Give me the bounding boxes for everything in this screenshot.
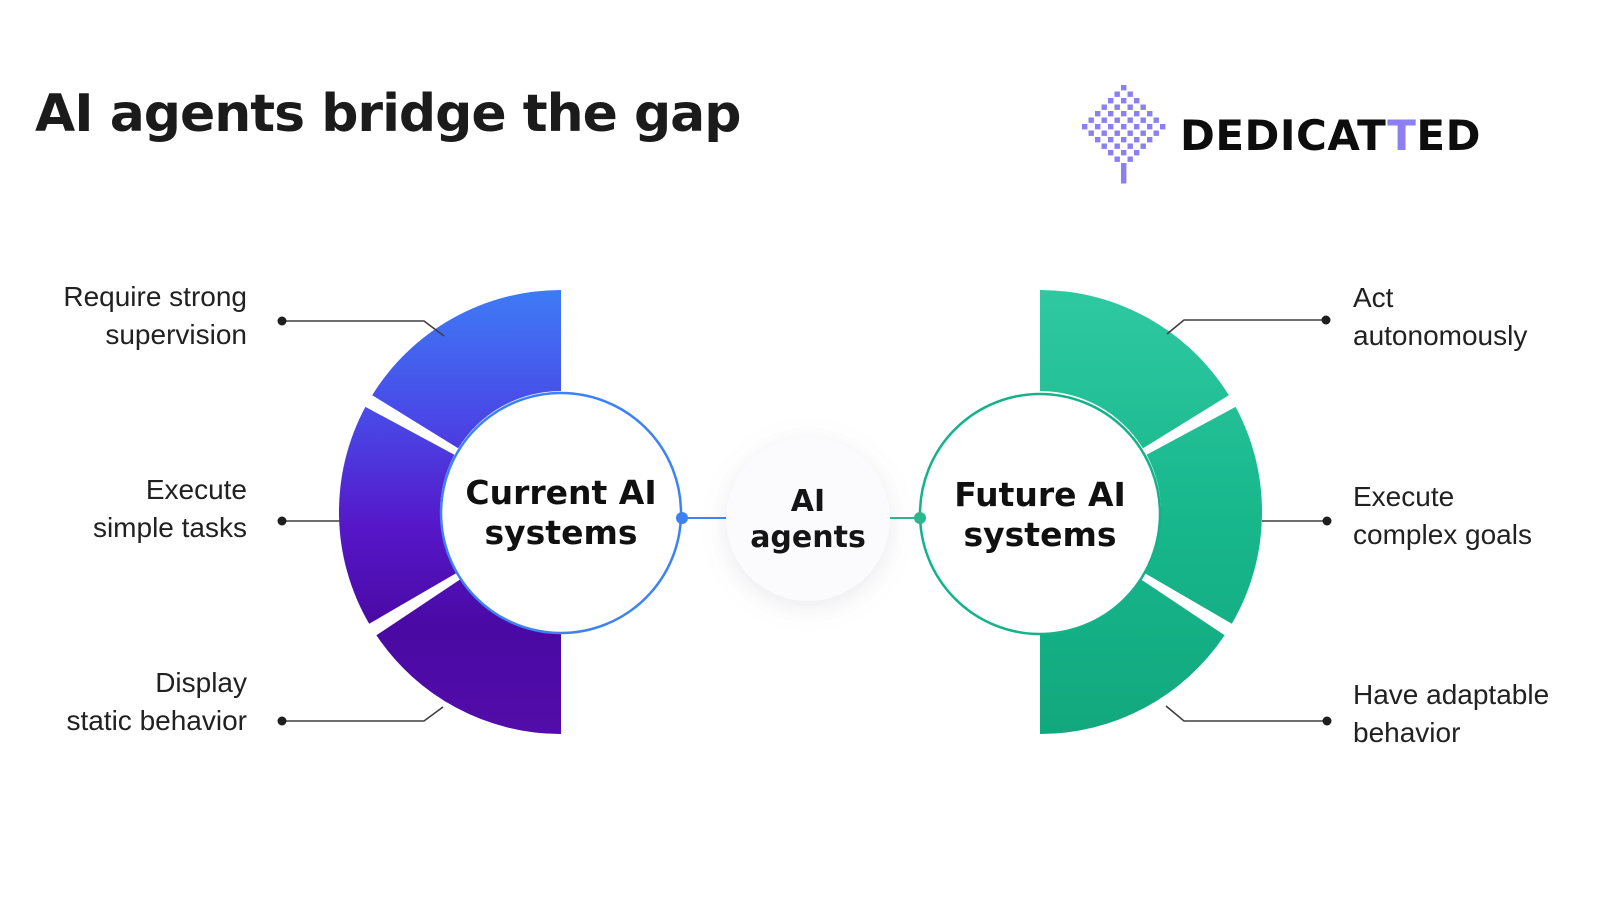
connector-right-bottom [1165,705,1332,726]
logo-pixel [1147,111,1153,117]
connector-dot [277,316,287,326]
future-ai-systems-label: Future AI systems [954,475,1126,554]
connector-right-middle [1262,516,1332,526]
connector-line [282,320,445,337]
label-display-static-behavior: Display static behavior [66,667,247,736]
logo-pixel [1134,150,1140,156]
logo-pixel [1082,124,1088,130]
future-ring-segment-top [1040,290,1229,449]
logo-pixel [1108,150,1114,156]
page-title: AI agents bridge the gap [35,84,741,144]
logo-pixel [1134,124,1140,130]
logo-pixel [1101,104,1107,110]
label-act-autonomously: Act autonomously [1353,282,1528,351]
logo-pixel [1121,137,1127,143]
pixel-tree-logo-icon [1082,85,1166,184]
connector-left-top [277,316,445,337]
logo-pixel [1101,143,1107,149]
logo-pixel [1114,130,1120,136]
logo-pixel [1114,117,1120,123]
connector-dot [1322,716,1332,726]
logo-pixel [1088,130,1094,136]
connector-dot [277,516,287,526]
logo-pixel [1108,137,1114,143]
logo-pixel [1121,124,1127,130]
logo-pixel [1127,156,1133,162]
logo-wordmark: DEDICATTED [1180,111,1481,160]
logo-pixel [1134,98,1140,104]
logo-pixel [1140,143,1146,149]
logo-pixel [1134,137,1140,143]
logo-text-accent: T [1387,110,1417,160]
label-require-strong-supervision: Require strong supervision [63,281,247,350]
future-ai-ring [1040,290,1263,734]
logo-pixel [1095,111,1101,117]
connector-line [1166,319,1326,335]
dedicatted-logo: DEDICATTED [1080,84,1481,186]
logo-pixel [1127,104,1133,110]
logo-pixel [1121,150,1127,156]
logo-pixel [1108,124,1114,130]
logo-pixel [1114,143,1120,149]
logo-pixel [1101,117,1107,123]
logo-pixel [1127,91,1133,97]
logo-trunk [1121,167,1127,184]
logo-pixel [1114,91,1120,97]
logo-pixel [1121,98,1127,104]
logo-pixel [1095,137,1101,143]
connector-dot [277,716,287,726]
connector-line [282,706,444,722]
logo-pixel [1140,117,1146,123]
logo-pixel [1108,111,1114,117]
connector-dot [1322,516,1332,526]
logo-pixel [1114,104,1120,110]
logo-pixel [1147,137,1153,143]
green-node-dot [914,512,926,524]
logo-pixel [1108,98,1114,104]
connector-left-middle [277,516,340,526]
connector-dot [1321,315,1331,325]
connector-line [1165,705,1327,722]
label-execute-complex-goals: Execute complex goals [1353,481,1532,550]
logo-pixel [1160,124,1166,130]
current-ring-segment-middle [338,406,457,624]
blue-node-dot [676,512,688,524]
logo-pixel [1127,117,1133,123]
logo-pixel [1121,111,1127,117]
ai-agents-label: AI agents [750,484,866,555]
future-ring-segment-middle [1144,406,1263,624]
current-ai-systems-label: Current AI systems [465,473,657,552]
current-ring-segment-top [372,290,561,449]
label-have-adaptable-behavior: Have adaptable behavior [1353,679,1550,748]
connector-left-bottom [277,706,444,726]
logo-text-pre: DEDICAT [1180,110,1388,160]
logo-pixel [1140,104,1146,110]
logo-pixel [1147,124,1153,130]
logo-pixel [1095,124,1101,130]
logo-pixel [1121,85,1127,91]
logo-pixel [1153,117,1159,123]
ai-agents-circle [726,437,890,601]
current-ring-segment-bottom [376,579,561,734]
logo-pixel [1121,163,1127,169]
logo-pixel [1140,130,1146,136]
logo-pixel [1127,130,1133,136]
label-execute-simple-tasks: Execute simple tasks [92,474,247,543]
logo-text-post: ED [1416,110,1481,160]
logo-pixel [1134,111,1140,117]
logo-pixel [1127,143,1133,149]
current-ai-ring [338,290,561,734]
logo-pixel [1114,156,1120,162]
logo-pixel [1088,117,1094,123]
logo-pixel [1153,130,1159,136]
logo-pixel [1101,130,1107,136]
connector-right-top [1166,315,1331,335]
future-ring-segment-bottom [1040,579,1225,734]
